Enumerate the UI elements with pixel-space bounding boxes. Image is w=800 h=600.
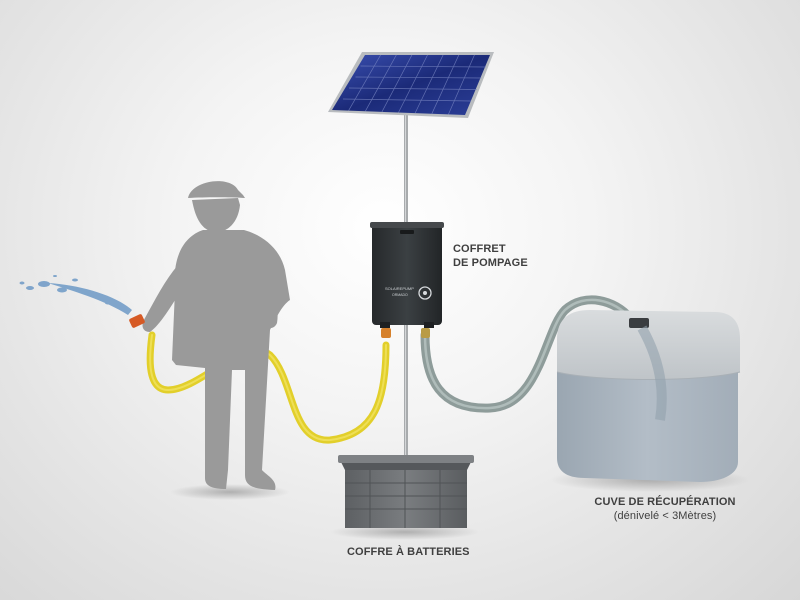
hose-nozzle — [129, 314, 145, 328]
solar-panel — [328, 52, 494, 118]
svg-text:ORMADO: ORMADO — [392, 293, 408, 297]
water-spray — [19, 275, 132, 315]
tank-label-line1: CUVE DE RÉCUPÉRATION — [594, 496, 736, 508]
person-silhouette — [142, 181, 290, 490]
tank-label: CUVE DE RÉCUPÉRATION (dénivelé < 3Mètres… — [590, 495, 740, 523]
pump-box-label-line2: DE POMPAGE — [453, 257, 528, 269]
pump-box-label: COFFRET DE POMPAGE — [453, 242, 528, 270]
pump-box: SOLAIREPUMP ORMADO — [370, 222, 444, 338]
tank-label-line2: (dénivelé < 3Mètres) — [613, 510, 717, 522]
battery-box-label: COFFRE À BATTERIES — [347, 546, 470, 558]
gray-hose-highlight — [423, 298, 632, 410]
battery-box — [338, 455, 474, 528]
water-tank — [556, 310, 741, 482]
pump-box-label-line1: COFFRET — [453, 243, 506, 255]
svg-text:SOLAIREPUMP: SOLAIREPUMP — [385, 286, 414, 291]
yellow-hose-highlight — [149, 334, 387, 442]
